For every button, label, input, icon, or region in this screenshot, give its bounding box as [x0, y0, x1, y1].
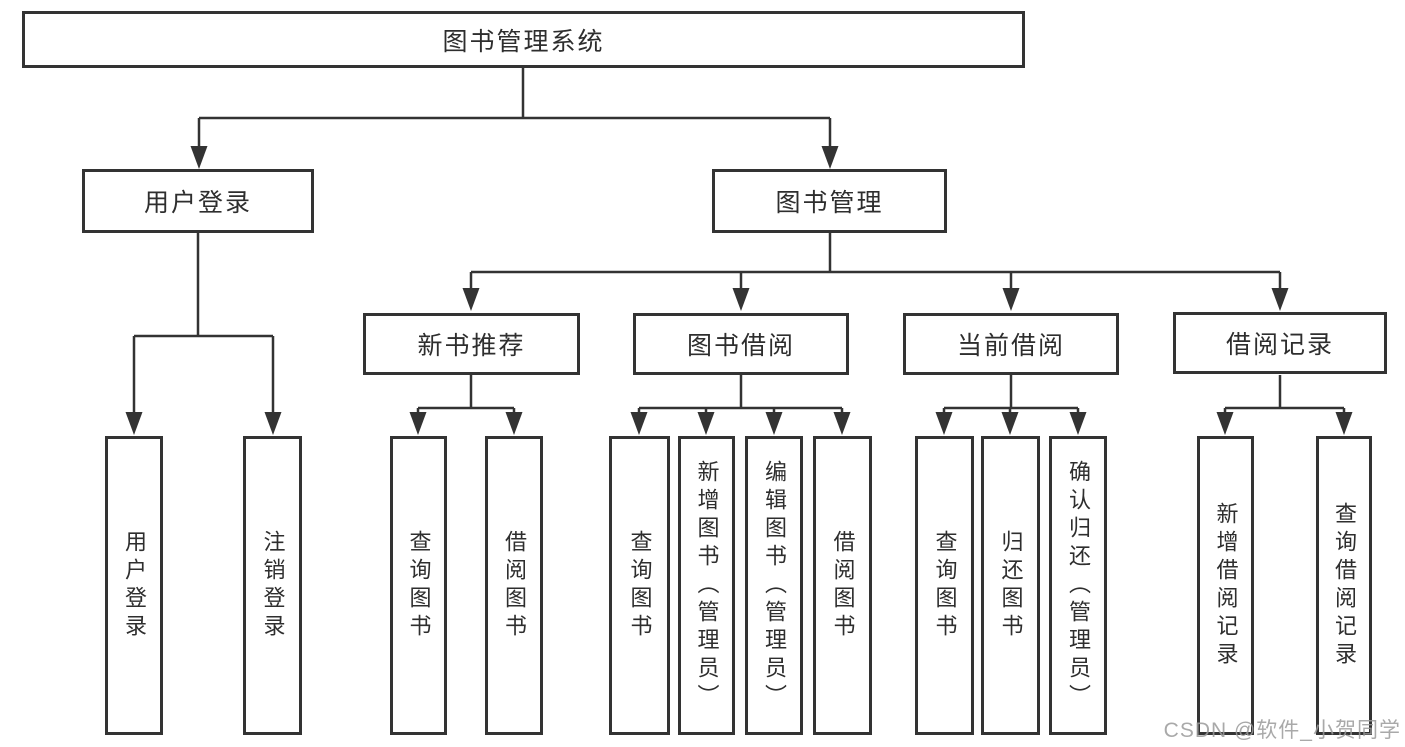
arrow-icon: [697, 412, 715, 435]
arrow-icon: [1335, 412, 1353, 435]
connector-mgmt-to-level3: [469, 233, 1282, 289]
leaf-label: 新增图书（管理员）: [694, 459, 720, 712]
node-user-login: 用户登录: [82, 169, 314, 233]
leaf-return-books: 归还图书: [981, 436, 1040, 735]
leaf-label: 编辑图书（管理员）: [762, 459, 787, 712]
arrow-icon: [1002, 288, 1020, 311]
leaf-borrow-books: 借阅图书: [813, 436, 872, 735]
leaf-user-login: 用户登录: [105, 436, 163, 735]
leaf-search-books-recommend: 查询图书: [390, 436, 447, 735]
leaf-label: 查询图书: [627, 529, 653, 642]
node-book-management: 图书管理: [712, 169, 947, 233]
arrow-icon: [833, 412, 851, 435]
arrow-icon: [1271, 288, 1289, 311]
leaf-borrow-books-recommend: 借阅图书: [485, 436, 543, 735]
node-current-borrowing: 当前借阅: [903, 313, 1119, 375]
connector-recommend-to-leaves: [416, 375, 516, 413]
connector-login-to-leaves: [132, 233, 275, 413]
leaf-label: 查询借阅记录: [1332, 501, 1357, 670]
connector-current-to-leaves: [942, 375, 1080, 413]
connector-borrow-to-leaves: [637, 375, 844, 413]
node-new-book-recommendation: 新书推荐: [363, 313, 580, 375]
leaf-add-books-admin: 新增图书（管理员）: [678, 436, 735, 735]
leaf-label: 查询图书: [932, 529, 958, 642]
leaf-add-borrow-record: 新增借阅记录: [1197, 436, 1254, 735]
arrow-icon: [125, 412, 143, 435]
arrow-icon: [190, 146, 208, 169]
leaf-label: 确认归还（管理员）: [1066, 459, 1091, 712]
arrow-icon: [1216, 412, 1234, 435]
connector-root-to-level2: [197, 68, 832, 147]
leaf-confirm-return-admin: 确认归还（管理员）: [1049, 436, 1107, 735]
arrow-icon: [1001, 412, 1019, 435]
leaf-label: 注销登录: [260, 529, 286, 642]
node-root: 图书管理系统: [22, 11, 1025, 68]
leaf-label: 借阅图书: [830, 529, 856, 642]
leaf-label: 查询图书: [406, 529, 432, 642]
leaf-edit-books-admin: 编辑图书（管理员）: [745, 436, 803, 735]
arrow-icon: [1069, 412, 1087, 435]
leaf-logout: 注销登录: [243, 436, 302, 735]
leaf-label: 新增借阅记录: [1213, 501, 1239, 670]
leaf-search-borrow-record: 查询借阅记录: [1316, 436, 1372, 735]
leaf-label: 借阅图书: [502, 529, 527, 642]
arrow-icon: [630, 412, 648, 435]
leaf-search-books-current: 查询图书: [915, 436, 974, 735]
leaf-search-books-borrow: 查询图书: [609, 436, 670, 735]
arrow-icon: [462, 288, 480, 311]
node-borrowing-records: 借阅记录: [1173, 312, 1387, 374]
node-book-borrowing: 图书借阅: [633, 313, 849, 375]
connector-records-to-leaves: [1223, 375, 1346, 413]
arrow-icon: [505, 412, 523, 435]
csdn-watermark: CSDN @软件_小贺同学: [1163, 719, 1401, 742]
arrow-icon: [264, 412, 282, 435]
leaf-label: 用户登录: [122, 529, 147, 642]
arrow-icon: [409, 412, 427, 435]
arrow-icon: [765, 412, 783, 435]
arrow-icon: [732, 288, 750, 311]
leaf-label: 归还图书: [998, 529, 1024, 642]
arrow-icon: [821, 146, 839, 169]
arrow-icon: [935, 412, 953, 435]
